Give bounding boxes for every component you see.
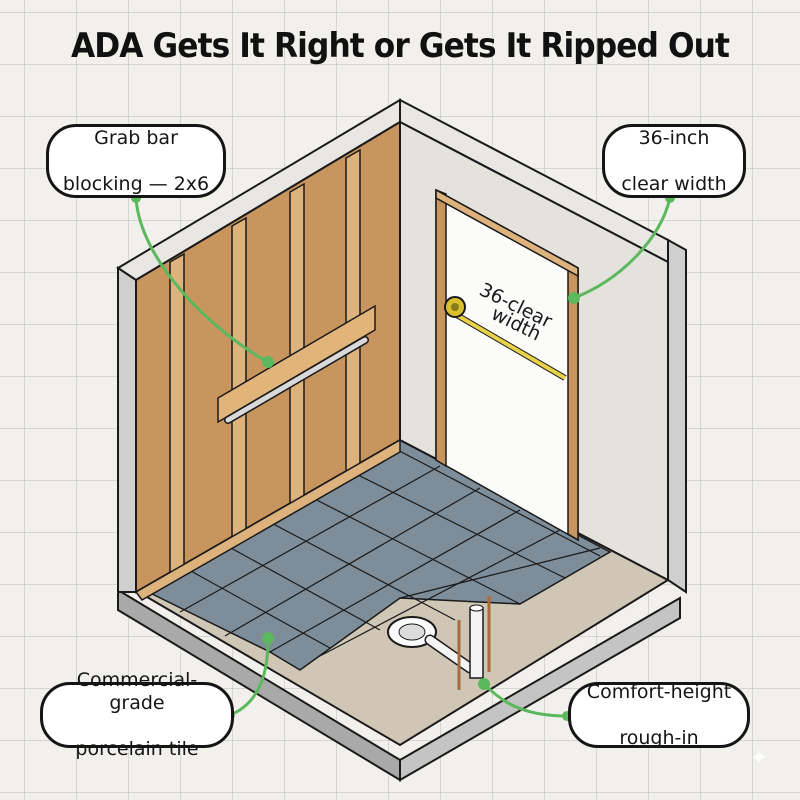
callout-porcelain-tile: Commercial-grade porcelain tile xyxy=(40,669,234,760)
grab-bar-blocking xyxy=(217,304,376,424)
callout-clear-width: 36-inch clear width xyxy=(602,124,746,198)
callout-grab-bar-blocking: Grab bar blocking — 2x6 xyxy=(46,124,226,198)
callout-rough-in: Comfort-height rough-in xyxy=(568,680,750,749)
callout-grab-bar-line1: Grab bar xyxy=(94,126,178,149)
callout-tile-line2: porcelain tile xyxy=(75,738,199,760)
tape-measure-icon xyxy=(444,296,567,381)
callout-rough-in-line1: Comfort-height xyxy=(586,680,732,703)
toilet-rough-in xyxy=(387,596,491,690)
callout-rough-in-line2: rough-in xyxy=(619,726,699,749)
leader-lines xyxy=(134,197,672,718)
door-frame xyxy=(435,188,579,542)
callout-tile-line1: Commercial-grade xyxy=(76,669,198,714)
grab-bar-icon xyxy=(224,336,369,424)
callout-grab-bar-line2: blocking — 2x6 xyxy=(62,172,210,195)
porcelain-tile-floor xyxy=(138,439,612,671)
callout-clear-width-line2: clear width xyxy=(621,172,727,195)
page-title: ADA Gets It Right or Gets It Ripped Out xyxy=(70,26,730,66)
sparkle-icon: ✦ xyxy=(749,746,769,771)
callout-clear-width-line1: 36-inch xyxy=(638,126,710,149)
